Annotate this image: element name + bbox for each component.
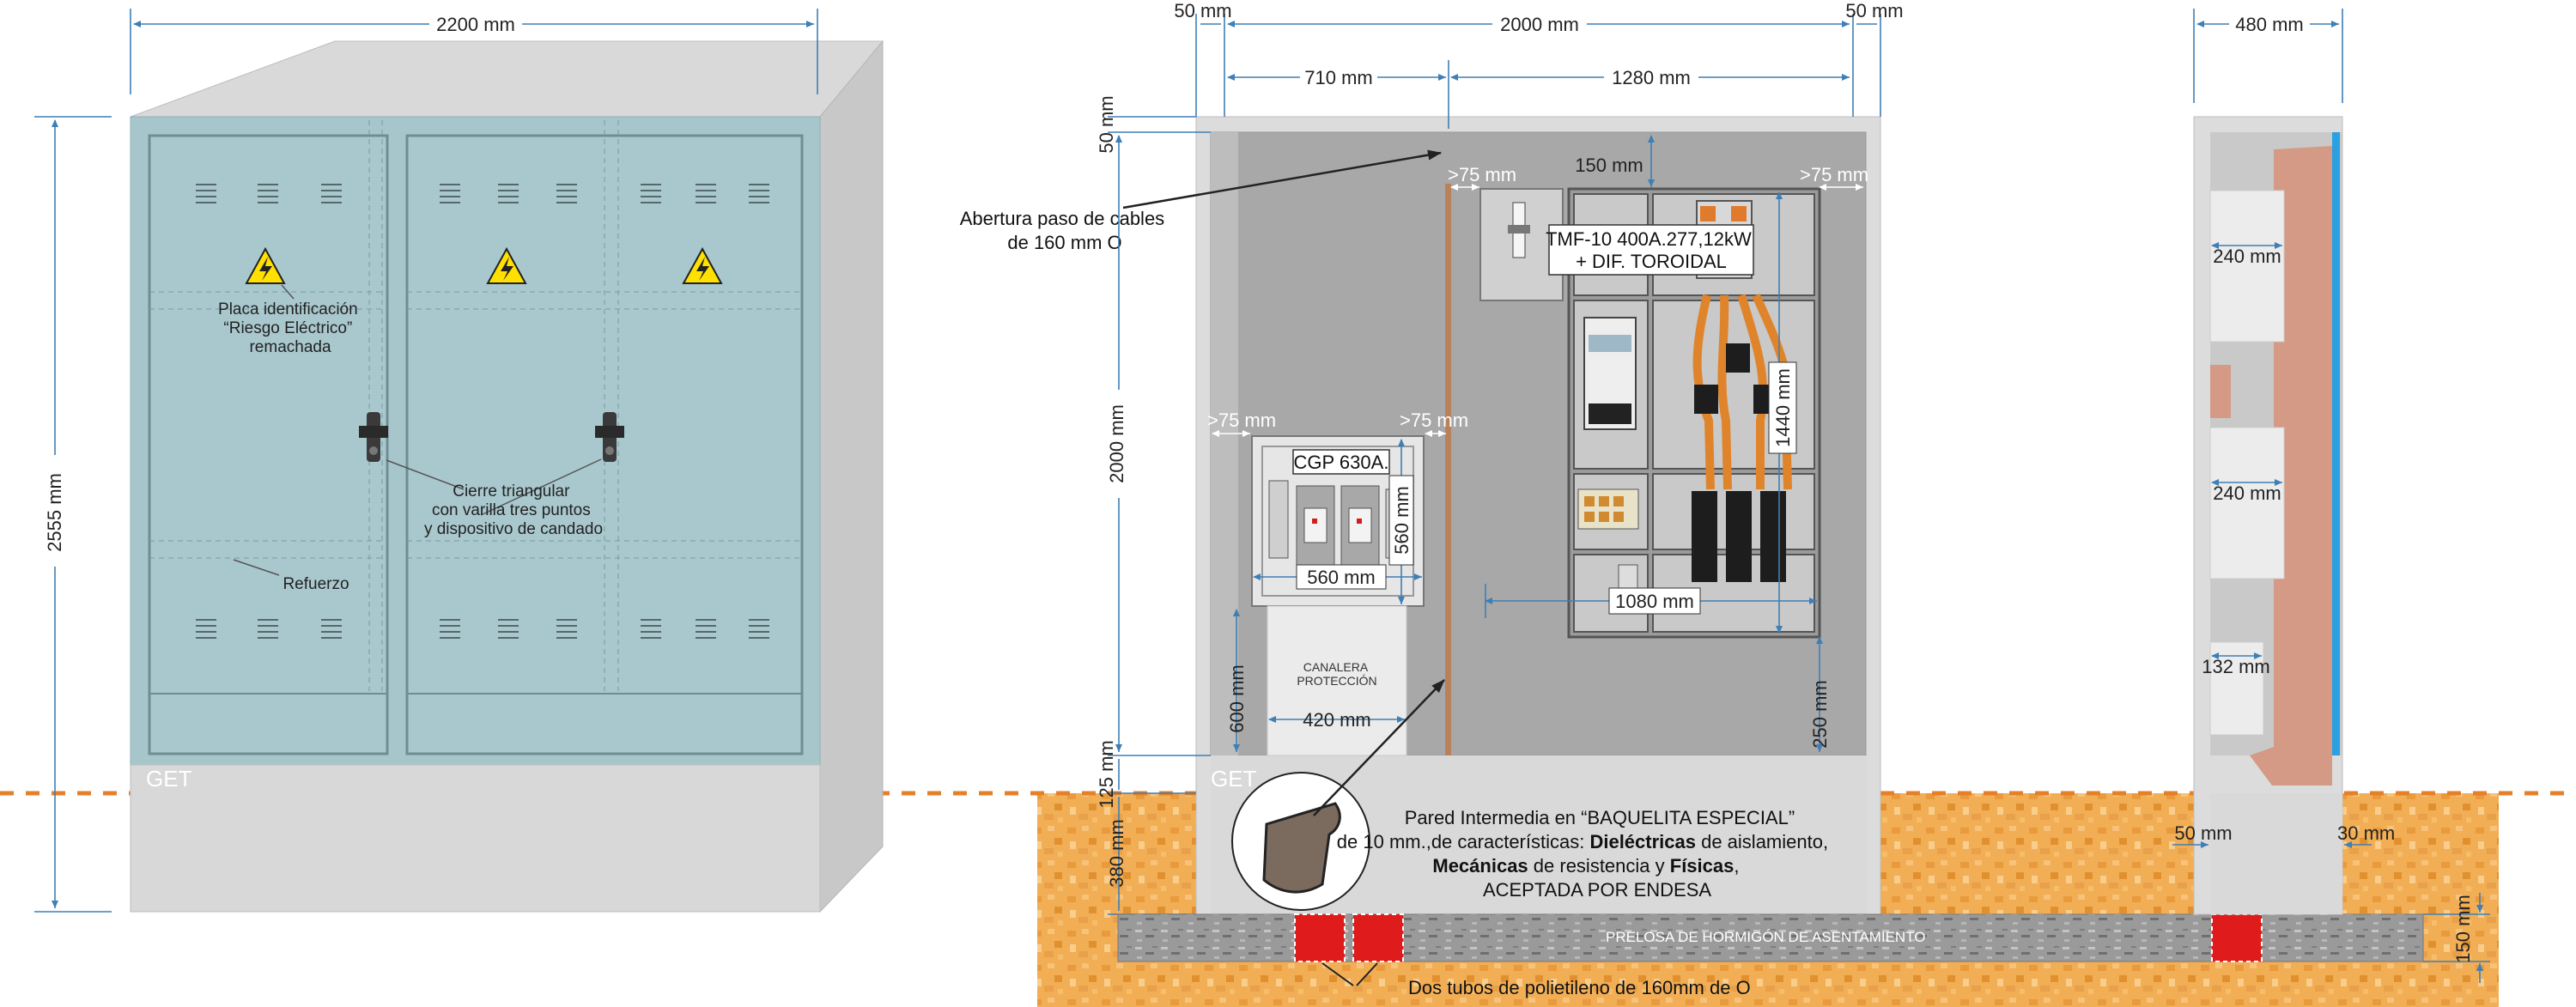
clearance-cgp-right: >75 mm	[1400, 409, 1468, 431]
front-height-dimension: 2555 mm	[34, 116, 112, 913]
top-dimensions: 50 mm 2000 mm 50 mm 710 mm 1280 mm	[1174, 0, 1904, 129]
reinforcement-callout: Refuerzo	[283, 575, 349, 593]
door-lock-handle	[595, 412, 624, 462]
cgp-label: CGP 630A.	[1294, 452, 1389, 473]
front-width-dimension: 2200 mm	[130, 9, 818, 94]
side-width-480: 480 mm	[2235, 14, 2303, 35]
canalera	[1267, 605, 1407, 756]
door-left	[148, 120, 389, 755]
side-upper-240: 240 mm	[2213, 246, 2281, 267]
get-label-front: GET	[146, 766, 192, 792]
lock-callout-line	[480, 458, 602, 516]
dim-top-left-margin: 50 mm	[1174, 0, 1231, 21]
dim-top-total: 2000 mm	[1500, 14, 1579, 35]
vent-louvres	[196, 184, 769, 639]
warning-icon	[245, 246, 286, 284]
baquelita-wall	[1445, 184, 1451, 755]
side-base-right-30: 30 mm	[2337, 822, 2395, 844]
canalera-width-420: 420 mm	[1303, 709, 1370, 731]
cgp-dimensions: 560 mm 560 mm 420 mm	[1253, 439, 1422, 731]
clearance-tmf-left: >75 mm	[1448, 164, 1516, 185]
interior-view: TMF-10 400A.277,12kW + DIF. TOROIDAL CGP…	[960, 0, 2424, 998]
wall-description: Pared Intermedia en “BAQUELITA ESPECIAL”…	[1337, 807, 1833, 901]
polyethylene-tubes	[1294, 913, 2263, 986]
dim-left-part: 710 mm	[1304, 67, 1372, 88]
side-view: 480 mm 240 mm 240 mm 132 mm 50 mm 30 mm …	[2172, 9, 2490, 983]
get-label-interior: GET	[1211, 766, 1257, 792]
tubes-label: Dos tubos de polietileno de 160mm de O	[1408, 977, 1751, 998]
front-view: Placa identificación “Riesgo Eléctrico” …	[34, 9, 884, 913]
cable-opening-arrow	[1122, 149, 1442, 209]
vertical-dimensions: 50 mm 2000 mm 125 mm 380 mm 600 mm 250 m…	[1096, 95, 1831, 915]
clearance-dimensions: >75 mm >75 mm >75 mm >75 mm 150 mm	[1207, 135, 1868, 437]
side-base-left-50: 50 mm	[2174, 822, 2232, 844]
dim-top-50: 50 mm	[1096, 95, 1117, 153]
dim-right-part: 1280 mm	[1612, 67, 1691, 88]
lock-callout: Cierre triangular con varilla tres punto…	[424, 482, 603, 538]
side-middle-240: 240 mm	[2213, 482, 2281, 504]
dim-bottom-right-250: 250 mm	[1809, 680, 1831, 748]
clearance-cgp-left: >75 mm	[1207, 409, 1276, 431]
slab-label: PRELOSA DE HORMIGÓN DE ASENTAMIENTO	[1606, 929, 1926, 945]
plate-callout: Placa identificación “Riesgo Eléctrico” …	[218, 300, 362, 356]
front-height-label: 2555 mm	[44, 473, 65, 552]
tmf10-label-box	[1548, 224, 1754, 276]
warning-icon	[682, 246, 723, 284]
tmf-dimensions: 1440 mm 1080 mm	[1485, 191, 1817, 634]
warning-icon	[486, 246, 527, 284]
dim-base-380: 380 mm	[1106, 819, 1127, 887]
tmf-height-1440: 1440 mm	[1772, 368, 1794, 447]
clearance-tmf-right: >75 mm	[1800, 164, 1868, 185]
side-slab-150: 150 mm	[2452, 895, 2474, 962]
dim-top-right-margin: 50 mm	[1845, 0, 1903, 21]
dim-cgp-600: 600 mm	[1226, 664, 1248, 732]
side-lower-132: 132 mm	[2202, 656, 2269, 677]
lock-callout-line	[386, 459, 465, 490]
reinforcement-callout-line	[233, 559, 280, 576]
plate-callout-line	[281, 284, 295, 300]
tmf10-label: TMF-10 400A.277,12kW + DIF. TOROIDAL	[1546, 228, 1757, 272]
dim-main-2000: 2000 mm	[1106, 404, 1127, 483]
cgp-height-560: 560 mm	[1391, 486, 1413, 554]
cable-opening-callout: Abertura paso de cables de 160 mm O	[960, 208, 1170, 253]
dim-lower-125: 125 mm	[1096, 740, 1117, 808]
canalera-label: CANALERA PROTECCIÓN	[1297, 660, 1376, 688]
clearance-top-150: 150 mm	[1575, 155, 1643, 176]
door-lock-handle	[359, 412, 388, 462]
side-dimensions: 480 mm 240 mm 240 mm 132 mm 50 mm 30 mm …	[2172, 9, 2490, 983]
cgp-width-560: 560 mm	[1307, 567, 1375, 588]
front-width-label: 2200 mm	[436, 14, 515, 35]
tmf-width-1080: 1080 mm	[1615, 591, 1694, 612]
wall-detail-magnifier	[1231, 679, 1445, 911]
